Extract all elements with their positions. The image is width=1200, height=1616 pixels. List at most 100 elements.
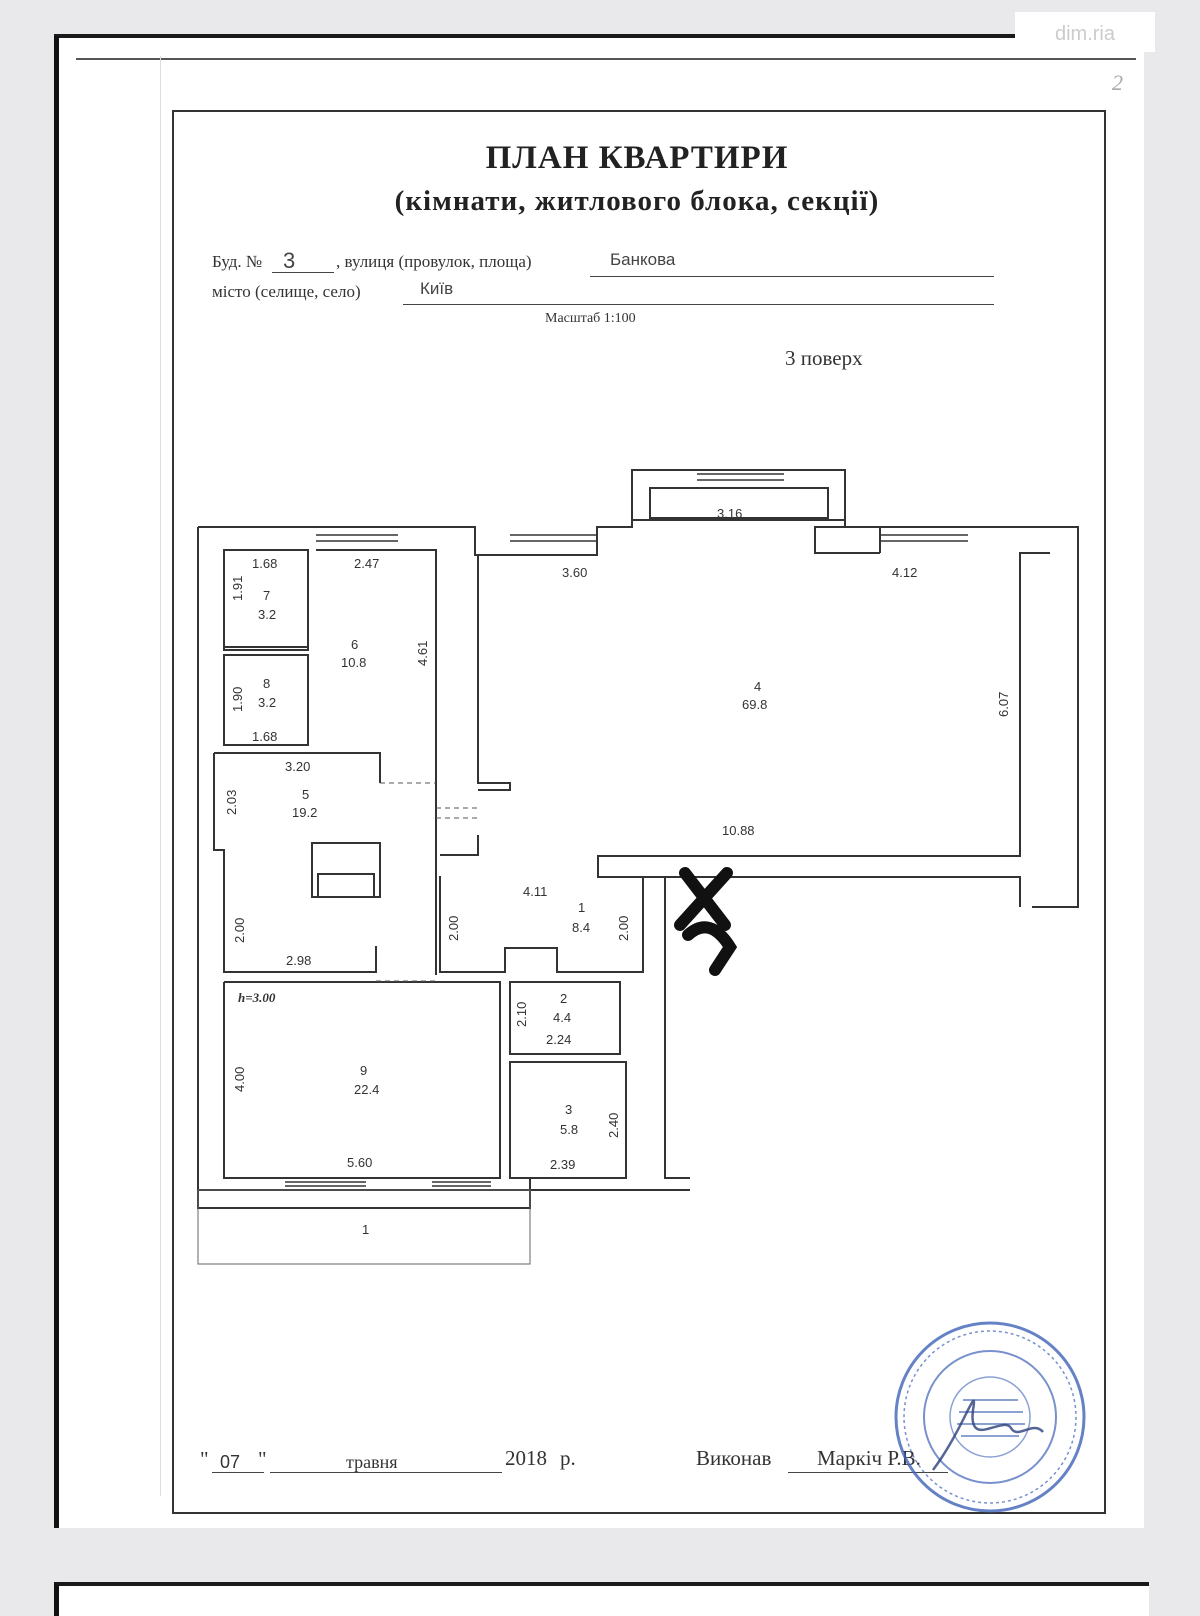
dim-2-24: 2.24 <box>546 1032 572 1047</box>
bay-inner <box>649 487 829 519</box>
dim-6-07: 6.07 <box>996 691 1011 717</box>
dim-5-60: 5.60 <box>347 1155 373 1170</box>
outer-wall-top <box>197 527 531 1209</box>
outer-wall-right <box>814 526 1079 908</box>
balcony-outline <box>197 1189 531 1265</box>
dim-1-91: 1.91 <box>230 575 245 601</box>
dim-2-00-room1-left: 2.00 <box>446 915 461 941</box>
room-6-number: 6 <box>351 637 359 652</box>
dim-4-11: 4.11 <box>523 884 548 899</box>
date-year-suffix: р. <box>560 1446 576 1470</box>
door-openings <box>376 782 478 982</box>
room-8-number: 8 <box>263 676 271 691</box>
sheet-top-edge <box>54 34 1144 38</box>
dim-1-68-bottom: 1.68 <box>252 729 278 744</box>
room-7-outline <box>223 549 309 648</box>
document-frame <box>172 110 1106 1514</box>
dim-2-03: 2.03 <box>224 789 239 815</box>
room-5-area: 19.2 <box>292 805 318 820</box>
sheet-fold-line <box>160 56 161 1496</box>
dim-10-88: 10.88 <box>722 823 755 838</box>
date-day-underline <box>212 1472 264 1473</box>
executor-label: Виконав <box>696 1446 772 1470</box>
dim-2-47: 2.47 <box>354 556 380 571</box>
city-label: місто (селище, село) <box>212 282 361 301</box>
room-9-area: 22.4 <box>354 1082 380 1097</box>
dim-balcony: 1 <box>362 1222 370 1237</box>
room-8-outline <box>223 654 309 746</box>
outer-inner-right <box>597 552 1050 907</box>
date-year: 2018 <box>505 1446 547 1470</box>
building-underline <box>272 272 334 273</box>
wall-4-left <box>477 555 511 791</box>
room-4-number: 4 <box>754 679 762 694</box>
room-4-area: 69.8 <box>742 697 768 712</box>
building-number: 3 <box>283 248 296 273</box>
dim-2-39: 2.39 <box>550 1157 576 1172</box>
dim-3-20: 3.20 <box>285 759 311 774</box>
document-sheet <box>54 36 1144 1528</box>
room-1-right <box>643 876 690 1179</box>
room-7-area: 3.2 <box>258 607 277 622</box>
document-title: ПЛАН КВАРТИРИ <box>485 140 789 176</box>
room-3-area: 5.8 <box>560 1122 579 1137</box>
dim-2-00-room1-right: 2.00 <box>616 915 631 941</box>
street-underline <box>590 276 994 277</box>
building-label: Буд. № <box>212 252 263 271</box>
room-3-outline <box>509 1061 627 1179</box>
outer-wall-bay <box>198 469 881 556</box>
room-9-wall <box>223 981 501 1179</box>
date-month: травня <box>346 1452 398 1472</box>
dim-4-12: 4.12 <box>892 565 918 580</box>
walls <box>197 469 1079 1209</box>
room-6-area: 10.8 <box>341 655 367 670</box>
executor-underline <box>788 1472 948 1473</box>
room-2-outline <box>509 981 621 1055</box>
room-8-area: 3.2 <box>258 695 277 710</box>
room-2-area: 4.4 <box>553 1010 572 1025</box>
room-7-number: 7 <box>263 588 271 603</box>
scale-label: Масштаб 1:100 <box>545 311 636 326</box>
dim-1-68-top: 1.68 <box>252 556 278 571</box>
official-stamp <box>894 1321 1086 1513</box>
watermark: dim.ria <box>1015 12 1155 52</box>
room-5-wall <box>214 752 381 783</box>
room-5-left <box>213 753 377 973</box>
room-9-number: 9 <box>360 1063 368 1078</box>
room-5-number: 5 <box>302 787 310 802</box>
dim-4-61: 4.61 <box>415 640 430 666</box>
dim-4-00: 4.00 <box>232 1066 247 1092</box>
city-underline <box>403 304 994 305</box>
dim-2-10: 2.10 <box>514 1001 529 1027</box>
city-value: Київ <box>420 279 454 298</box>
room-1-number: 1 <box>578 900 586 915</box>
room-2-number: 2 <box>560 991 568 1006</box>
room-5-fixture <box>311 842 381 898</box>
dim-1-90: 1.90 <box>230 686 245 712</box>
bay-frame <box>631 469 846 521</box>
dim-2-40: 2.40 <box>606 1112 621 1138</box>
redaction-mark <box>674 867 738 976</box>
date-month-underline <box>270 1472 502 1473</box>
page-number: 2 <box>1112 70 1123 95</box>
dim-3-16: 3.16 <box>717 506 743 521</box>
room-1-area: 8.4 <box>572 920 591 935</box>
room-5-fixture-inner <box>317 873 375 898</box>
room-3-number: 3 <box>565 1102 573 1117</box>
dim-2-00-room5: 2.00 <box>232 917 247 943</box>
date-open-quote: " <box>200 1447 209 1471</box>
wall-6-right <box>316 549 437 975</box>
executor-name: Маркіч Р.В. <box>817 1446 921 1470</box>
document-subtitle: (кімнати, житлового блока, секції) <box>394 185 880 217</box>
floor-label: 3 поверх <box>785 346 863 370</box>
wall-4-lower <box>440 835 479 856</box>
sheet-left-edge <box>54 36 59 1528</box>
room-1-wall <box>439 876 644 973</box>
street-label: , вулиця (провулок, площа) <box>336 252 532 271</box>
ceiling-height: h=3.00 <box>238 990 276 1005</box>
street-value: Банкова <box>610 250 676 269</box>
date-day: 07 <box>220 1452 241 1472</box>
date-close-quote: " <box>258 1447 267 1471</box>
windows <box>285 473 968 1187</box>
